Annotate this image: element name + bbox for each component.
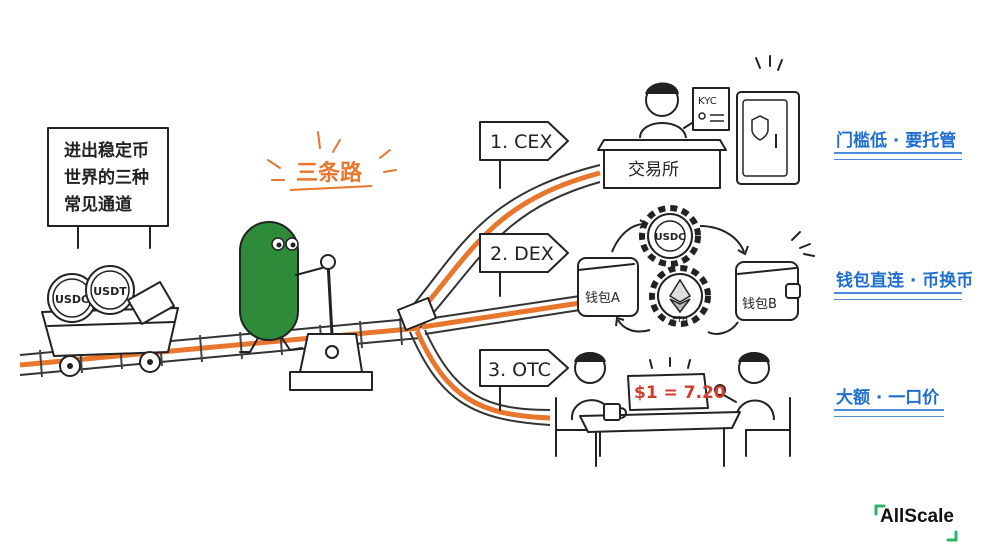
- exchange-label: 交易所: [628, 160, 679, 180]
- banknote-icon: [127, 281, 175, 325]
- brand-logo-icon: [874, 504, 958, 542]
- route-note: 大额 · 一口价: [836, 388, 940, 408]
- otc-table: $1 = 7.20: [555, 352, 791, 467]
- headline-group: 三条路: [267, 131, 397, 191]
- route-sign-dex: 2. DEX: [479, 233, 569, 297]
- route-note: 门槛低 · 要托管: [836, 131, 957, 151]
- note-underline: [834, 292, 962, 300]
- exchange-counter: 交易所 KYC: [597, 82, 730, 189]
- wallet-label: 钱包B: [742, 297, 777, 312]
- coin-label: USDC: [55, 293, 89, 306]
- route-note: 钱包直连 · 币换币: [836, 271, 974, 291]
- gear-token-label: ETH: [672, 315, 688, 324]
- wallet-icon: 钱包B: [735, 261, 801, 321]
- coin-label: USDT: [93, 285, 127, 298]
- headline: 三条路: [296, 160, 363, 186]
- thumbs-up-icon: [714, 384, 726, 396]
- mine-cart-icon: USDC USDT: [41, 265, 179, 377]
- brand-name: AllScale: [880, 506, 954, 527]
- wallet-label: 钱包A: [585, 291, 620, 306]
- swap-arrows: [611, 219, 749, 335]
- lever-icon: [289, 254, 373, 391]
- route-sign-otc: 3. OTC: [479, 349, 569, 411]
- price-label: $1 = 7.20: [634, 383, 726, 403]
- mug-icon: [603, 403, 627, 421]
- gear-icon: ETH: [649, 265, 711, 327]
- bean-character: [239, 221, 323, 353]
- rail-dex: [419, 295, 581, 335]
- wallet-icon: 钱包A: [577, 257, 639, 317]
- kyc-card: [692, 87, 730, 131]
- gear-token-label: USDC: [655, 232, 686, 243]
- note-underline: [834, 409, 944, 417]
- route-label: 1. CEX: [490, 131, 552, 153]
- coin-icon: USDC: [47, 273, 97, 323]
- route-label: 2. DEX: [490, 243, 554, 265]
- kyc-label: KYC: [698, 96, 717, 107]
- rail-otc: [409, 329, 551, 426]
- price-sign: [627, 373, 709, 411]
- route-sign-cex: 1. CEX: [479, 121, 569, 189]
- route-label: 3. OTC: [488, 359, 551, 381]
- coin-icon: USDT: [85, 265, 135, 315]
- sign-line: 世界的三种: [64, 167, 149, 188]
- switch-plate: [397, 297, 437, 331]
- sign-line: 进出稳定币: [64, 140, 149, 161]
- info-sign: 进出稳定币 世界的三种 常见通道: [47, 127, 169, 249]
- safe-icon: [736, 55, 800, 185]
- sign-line: 常见通道: [64, 194, 132, 215]
- note-underline: [834, 152, 962, 160]
- gear-icon: USDC: [639, 205, 701, 267]
